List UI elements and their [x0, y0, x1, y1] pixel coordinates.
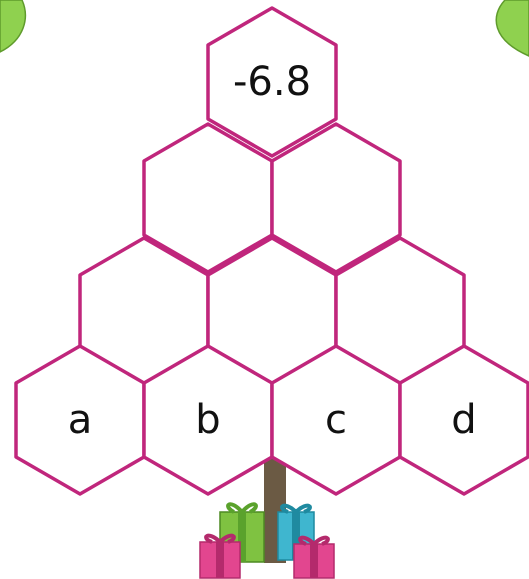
leaf-icon	[496, 0, 529, 56]
hex-value: a	[68, 397, 93, 443]
gift-box-icon	[294, 538, 334, 578]
hex-value: b	[195, 397, 220, 443]
gift-box-icon	[200, 536, 240, 578]
hex-value: c	[325, 397, 347, 443]
hex-value: -6.8	[233, 59, 311, 105]
leaf-icon	[0, 0, 25, 52]
hex-value: d	[451, 397, 476, 443]
